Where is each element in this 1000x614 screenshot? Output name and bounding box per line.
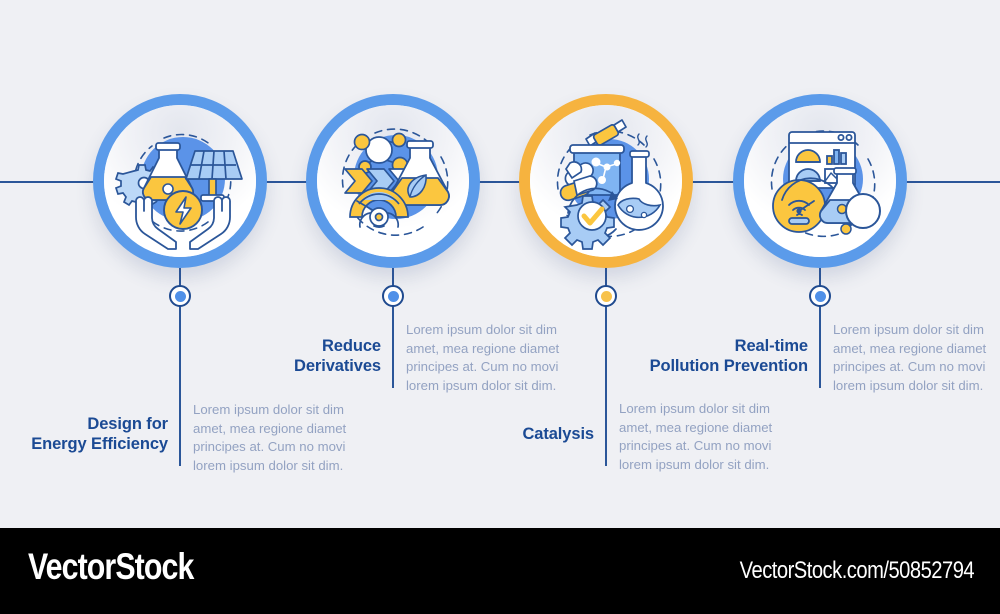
watermark-bar: VectorStock VectorStock.com/50852794 [0,528,1000,614]
circle-inner-1 [104,105,256,257]
circle-node-3[interactable] [519,94,693,268]
vectorstock-url: VectorStock.com/50852794 [739,557,975,584]
circle-node-4[interactable] [733,94,907,268]
node-stem-bottom-2 [392,306,394,388]
catalysis-icon [556,119,664,250]
circle-inner-2 [317,105,469,257]
reduce-derivatives-icon [341,128,450,236]
item-body-1: Lorem ipsum dolor sit dim amet, mea regi… [193,402,347,473]
circle-node-2[interactable] [306,94,480,268]
timeline-dot-3[interactable] [595,285,617,307]
item-body-3: Lorem ipsum dolor sit dim amet, mea regi… [619,401,773,472]
real-time-monitoring-icon [770,130,881,238]
item-body-4: Lorem ipsum dolor sit dim amet, mea regi… [833,322,987,393]
circle-inner-4 [744,105,896,257]
item-title-3: Catalysis [522,425,594,443]
timeline-axis [0,181,1000,183]
circle-node-1[interactable] [93,94,267,268]
timeline-dot-1[interactable] [169,285,191,307]
energy-efficiency-icon [114,133,243,250]
node-stem-bottom-1 [179,306,181,466]
vectorstock-logo: VectorStock [28,546,194,587]
item-body-2: Lorem ipsum dolor sit dim amet, mea regi… [406,322,560,393]
node-stem-bottom-3 [605,306,607,466]
node-stem-bottom-4 [819,306,821,388]
timeline-dot-4[interactable] [809,285,831,307]
timeline-dot-2[interactable] [382,285,404,307]
circle-inner-3 [530,105,682,257]
